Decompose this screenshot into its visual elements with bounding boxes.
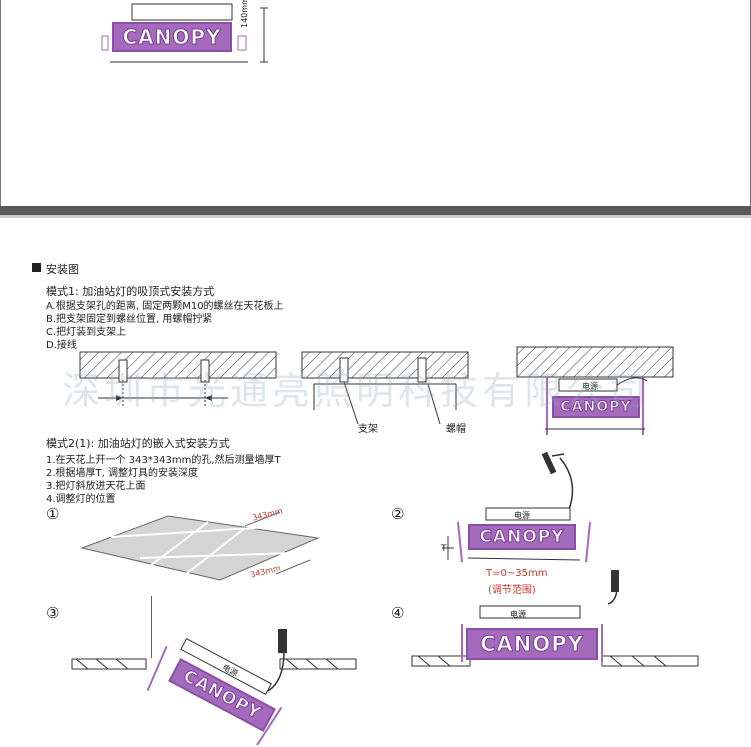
step2-depth-diagram — [442, 452, 591, 563]
top-canopy-sign: CANOPY — [112, 22, 232, 52]
step-marker-3: ③ — [46, 604, 60, 622]
mode1-power-label: 电源 — [582, 382, 598, 391]
mode1-ceiling-screw-diagram — [79, 351, 277, 406]
page-border-left — [0, 0, 1, 210]
top-sign-outline — [101, 3, 268, 63]
top-dimension-label: 140mm — [240, 0, 249, 28]
watermark: 深圳市光通亮照明科技有限公司 — [62, 369, 651, 413]
step-marker-4: ④ — [391, 604, 405, 622]
mode1-title: 模式1: 加油站灯的吸顶式安装方式 — [46, 285, 215, 298]
t-range-label: T=0~35mm — [486, 568, 548, 579]
mode2-title: 模式2(1): 加油站灯的嵌入式安装方式 — [46, 437, 230, 450]
step2-canopy-sign: CANOPY — [468, 524, 576, 550]
section-bullet-icon — [32, 263, 41, 272]
mode2-step-4: 4.调整灯的位置 — [46, 494, 116, 505]
mode2-step-1: 1.在天花上开一个 343*343mm的孔,然后测量墙厚T — [46, 455, 281, 466]
step2-power-label: 电源 — [514, 511, 530, 520]
step3-guide-line — [151, 596, 152, 658]
step1-ceiling-grid — [80, 511, 320, 581]
mode2-step-3: 3.把灯斜放进天花上面 — [46, 481, 146, 492]
section-divider — [0, 206, 751, 215]
section-divider-shadow — [0, 215, 751, 218]
step4-power-label: 电源 — [510, 610, 526, 619]
mode1-canopy-sign: CANOPY — [552, 396, 640, 418]
mode1-step-c: C.把灯装到支架上 — [46, 327, 127, 338]
t-range-note: (调节范围) — [488, 585, 536, 596]
top-product-drawing: CANOPY 140mm — [100, 0, 290, 70]
step-marker-2: ② — [391, 505, 405, 523]
nut-label: 螺帽 — [446, 424, 466, 435]
mode1-step-b: B.把支架固定到螺丝位置, 用螺帽拧紧 — [46, 314, 213, 325]
step3-tilted-diagram — [71, 629, 357, 745]
mode1-mounted-sign-diagram — [516, 346, 674, 435]
mode2-step-2: 2.根据墙厚T, 调整灯具的安装深度 — [46, 468, 199, 479]
section-title: 安装图 — [46, 263, 79, 276]
mode1-bracket-diagram — [301, 351, 469, 425]
bracket-label: 支架 — [358, 424, 378, 435]
mode1-step-a: A.根据支架孔的距离, 固定两颗M10的螺丝在天花板上 — [46, 301, 284, 312]
step4-final-diagram — [411, 570, 699, 667]
step2-t-letter: T — [441, 544, 447, 554]
step4-canopy-sign: CANOPY — [466, 628, 598, 660]
mode1-step-d: D.接线 — [46, 340, 77, 351]
step-marker-1: ① — [46, 505, 60, 523]
